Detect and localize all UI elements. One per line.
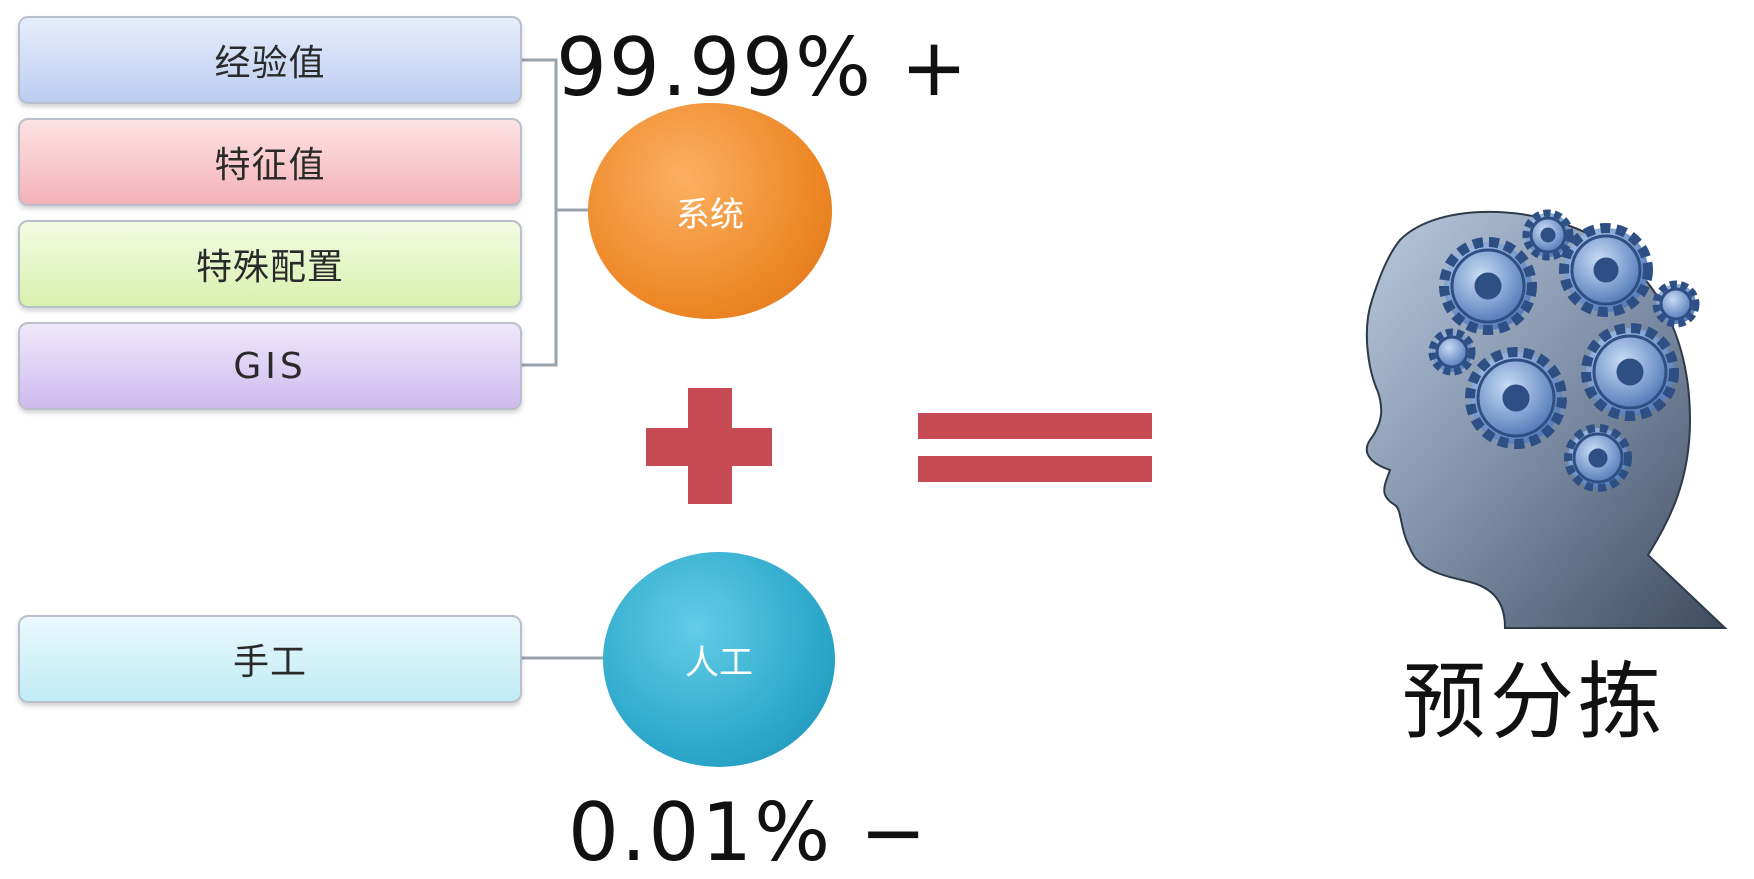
gis-label: GIS (233, 345, 307, 387)
feature-value-label: 特征值 (214, 145, 326, 186)
manual-work-box: 手工 (18, 615, 522, 703)
system-circle: 系统 (588, 103, 832, 319)
manual-circle-label: 人工 (685, 643, 753, 683)
manual-percentage: 0.01% − (568, 786, 929, 879)
experience-value-label: 经验值 (214, 43, 326, 84)
special-config-box: 特殊配置 (18, 220, 522, 308)
equals-icon (918, 413, 1152, 482)
plus-icon (646, 388, 772, 504)
manual-work-label: 手工 (232, 642, 307, 683)
feature-value-box: 特征值 (18, 118, 522, 206)
gis-box: GIS (18, 322, 522, 410)
system-circle-label: 系统 (676, 194, 744, 235)
special-config-label: 特殊配置 (195, 247, 344, 288)
manual-circle: 人工 (603, 552, 835, 767)
result-label: 预分拣 (1402, 653, 1667, 751)
system-percentage: 99.99% + (556, 21, 970, 114)
brain-gears-icon (1365, 209, 1728, 629)
bracket-connector (518, 58, 558, 367)
experience-value-box: 经验值 (18, 16, 522, 104)
